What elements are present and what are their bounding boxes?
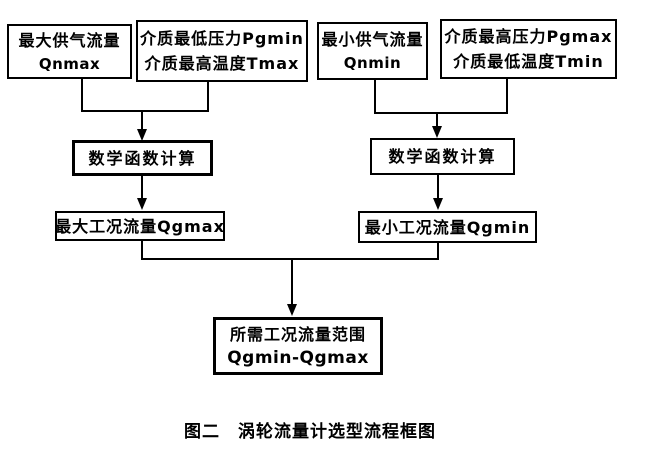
- node-math-calc-left: 数学函数计算: [72, 140, 213, 176]
- node-max-supply-flow: 最大供气流量 Qnmax: [7, 24, 132, 79]
- node-label: 数学函数计算: [88, 148, 197, 168]
- node-label: 最大供气流量: [18, 30, 121, 50]
- node-sublabel: 介质最低温度Tmin: [453, 52, 604, 71]
- figure-caption-prefix: 图二: [184, 422, 220, 442]
- node-sublabel: Qgmin-Qgmax: [227, 348, 369, 368]
- node-label: 所需工况流量范围: [229, 325, 366, 344]
- node-sublabel: Qnmax: [38, 54, 101, 73]
- node-label: 介质最高压力Pgmax: [444, 27, 613, 46]
- node-math-calc-right: 数学函数计算: [370, 138, 515, 175]
- node-sublabel: 介质最高温度Tmax: [144, 54, 300, 73]
- node-max-working-flow: 最大工况流量Qgmax: [55, 211, 225, 241]
- node-label: 最小供气流量: [321, 30, 424, 49]
- node-label: 最大工况流量Qgmax: [55, 216, 225, 236]
- node-min-pressure-max-temp: 介质最低压力Pgmin 介质最高温度Tmax: [136, 20, 308, 82]
- node-max-pressure-min-temp: 介质最高压力Pgmax 介质最低温度Tmin: [440, 19, 617, 79]
- node-min-working-flow: 最小工况流量Qgmin: [358, 211, 537, 243]
- node-label: 介质最低压力Pgmin: [140, 29, 304, 48]
- node-min-supply-flow: 最小供气流量 Qnmin: [317, 22, 428, 80]
- figure-caption: 图二涡轮流量计选型流程框图: [0, 417, 620, 442]
- arrowheads: [137, 126, 443, 316]
- node-required-flow-range: 所需工况流量范围 Qgmin-Qgmax: [213, 317, 383, 375]
- node-label: 数学函数计算: [388, 147, 497, 166]
- node-sublabel: Qnmin: [343, 54, 402, 72]
- node-label: 最小工况流量Qgmin: [364, 217, 531, 237]
- figure-caption-title: 涡轮流量计选型流程框图: [238, 422, 436, 442]
